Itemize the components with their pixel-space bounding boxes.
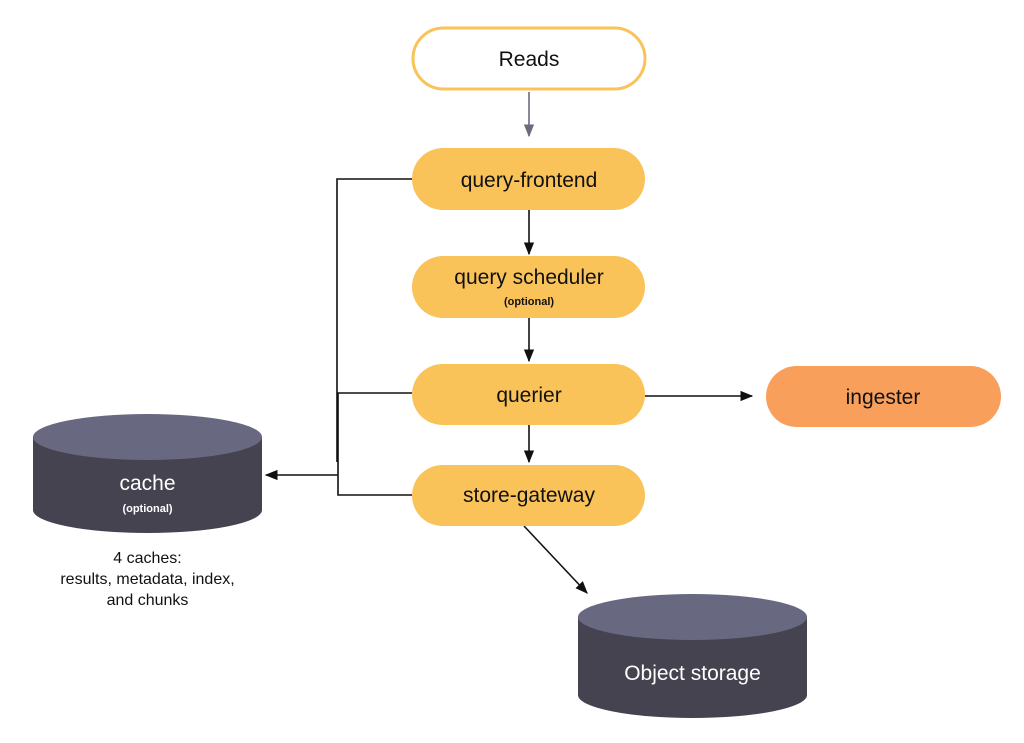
cache-node[interactable]: cache (optional): [33, 414, 262, 533]
ingester-label: ingester: [846, 386, 921, 409]
reads-label: Reads: [499, 48, 560, 71]
cache-note-line: 4 caches:: [113, 550, 181, 567]
query-frontend-node[interactable]: query-frontend: [412, 148, 645, 210]
store-gateway-label: store-gateway: [463, 484, 595, 507]
connectors: [264, 92, 754, 594]
cache-cylinder-body: [33, 437, 262, 533]
cache-cylinder-top: [33, 414, 262, 460]
querier-node[interactable]: querier: [412, 364, 645, 425]
object-storage-node[interactable]: Object storage: [578, 594, 807, 718]
store-gateway-node[interactable]: store-gateway: [412, 465, 645, 526]
edge-querier-to-cache-bus: [337, 392, 412, 496]
object-storage-cylinder-body: [578, 617, 807, 718]
cache-note: 4 caches: results, metadata, index, and …: [60, 550, 234, 609]
querier-label: querier: [496, 384, 561, 407]
cache-note-line: and chunks: [107, 592, 189, 609]
query-frontend-label: query-frontend: [461, 169, 598, 192]
object-storage-cylinder-top: [578, 594, 807, 640]
query-scheduler-sublabel: (optional): [504, 296, 554, 308]
edge-query-frontend-to-cache-bus: [336, 178, 412, 462]
reads-node[interactable]: Reads: [411, 26, 647, 91]
cache-note-line: results, metadata, index,: [60, 571, 234, 588]
ingester-node[interactable]: ingester: [766, 366, 1001, 427]
object-storage-label: Object storage: [624, 662, 761, 685]
query-scheduler-node[interactable]: query scheduler (optional): [412, 256, 645, 318]
query-scheduler-label: query scheduler: [454, 266, 603, 289]
cache-label: cache: [119, 472, 175, 495]
cache-sublabel: (optional): [122, 503, 172, 515]
edge-store-gateway-to-object-storage: [523, 525, 588, 594]
